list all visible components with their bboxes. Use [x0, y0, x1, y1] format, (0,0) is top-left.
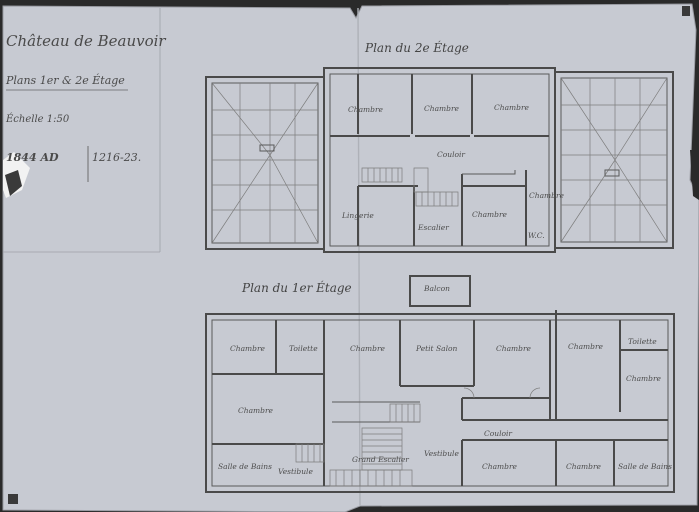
- first-floor-plan: [205, 275, 675, 493]
- room-label: Chambre: [568, 342, 604, 351]
- room-label: Vestibule: [278, 467, 313, 476]
- first-floor-title: Plan du 1er Étage: [241, 280, 352, 295]
- room-label: Chambre: [238, 406, 274, 415]
- scale-label: Échelle 1:50: [5, 113, 70, 125]
- room-label: Petit Salon: [415, 344, 457, 353]
- second-floor-plan: [205, 67, 674, 253]
- room-label: Chambre: [424, 104, 460, 113]
- room-label: Chambre: [482, 462, 518, 471]
- room-label: Escalier: [417, 223, 449, 232]
- room-label: Toilette: [628, 337, 657, 346]
- paper: [2, 3, 699, 512]
- paper-tear: [690, 150, 699, 200]
- chateau-title: Château de Beauvoir: [6, 32, 166, 50]
- paper-tear: [5, 170, 22, 196]
- room-label: Balcon: [423, 284, 450, 293]
- room-label: W.C.: [528, 231, 545, 240]
- ref-code: 1844 AD: [6, 151, 59, 164]
- room-label: Chambre: [348, 105, 384, 114]
- pin-mark: [682, 6, 690, 16]
- room-label: Chambre: [472, 210, 508, 219]
- room-label: Vestibule: [424, 449, 459, 458]
- pin-mark: [8, 494, 18, 504]
- room-label: Couloir: [484, 429, 512, 438]
- room-label: Chambre: [626, 374, 662, 383]
- room-label: Couloir: [437, 150, 465, 159]
- room-label: Chambre: [230, 344, 266, 353]
- room-label: Chambre: [529, 191, 565, 200]
- room-label: Chambre: [494, 103, 530, 112]
- plans-title: Plans 1er & 2e Étage: [5, 73, 125, 87]
- room-label: Salle de Bains: [618, 462, 672, 471]
- room-label: Chambre: [566, 462, 602, 471]
- room-label: Salle de Bains: [218, 462, 272, 471]
- room-label: Chambre: [496, 344, 532, 353]
- second-floor-title: Plan du 2e Étage: [364, 40, 469, 55]
- room-label: Toilette: [289, 344, 318, 353]
- ref-number: 1216-23.: [92, 151, 141, 164]
- room-label: Grand Escalier: [352, 455, 409, 464]
- room-label: Chambre: [350, 344, 386, 353]
- room-label: Lingerie: [341, 211, 374, 220]
